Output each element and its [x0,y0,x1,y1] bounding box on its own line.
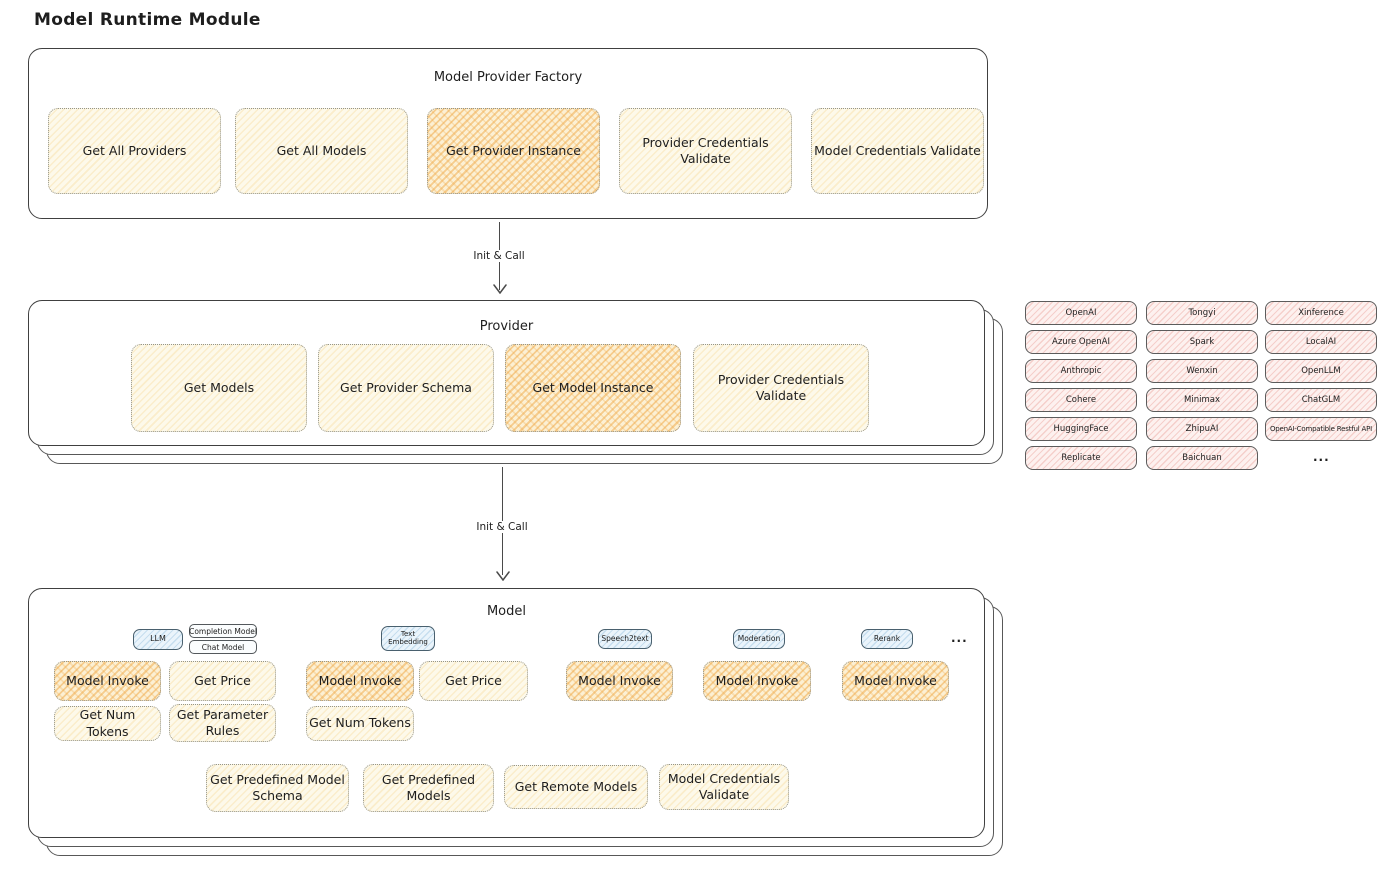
arrow1-label: Init & Call [468,250,530,262]
provider-btn-get-models: Get Models [131,344,307,432]
model-btn-get-remote-models: Get Remote Models [504,765,648,809]
model-btn-embedding-model-invoke: Model Invoke [306,661,414,701]
factory-btn-get-provider-instance: Get Provider Instance [427,108,600,194]
provider-item-replicate: Replicate [1025,446,1137,470]
factory-btn-get-all-providers: Get All Providers [48,108,221,194]
provider-item-localai: LocalAI [1265,330,1377,354]
diagram-title: Model Runtime Module [34,10,261,30]
model-tab-speech2text: Speech2text [598,629,652,649]
model-btn-speech2text-model-invoke: Model Invoke [566,661,673,701]
model-btn-model-credentials-validate: Model Credentials Validate [659,764,789,810]
provider-item-minimax: Minimax [1146,388,1258,412]
provider-item-chatglm: ChatGLM [1265,388,1377,412]
model-btn-llm-model-invoke: Model Invoke [54,661,161,701]
model-btn-get-predefined-models: Get Predefined Models [363,764,494,812]
model-tab-completion-model: Completion Model [189,624,257,638]
provider-list-more: ... [1313,450,1330,464]
model-btn-rerank-model-invoke: Model Invoke [842,661,949,701]
factory-btn-provider-credentials-validate: Provider Credentials Validate [619,108,792,194]
arrow-head-icon [493,284,507,294]
provider-item-openai: OpenAI [1025,301,1137,325]
provider-item-baichuan: Baichuan [1146,446,1258,470]
arrow2-label: Init & Call [471,521,533,533]
provider-item-tongyi: Tongyi [1146,301,1258,325]
provider-title: Provider [479,319,534,334]
model-title: Model [486,604,527,619]
model-tabs-more: ... [951,631,968,645]
model-tab-chat-model: Chat Model [189,640,257,654]
provider-item-cohere: Cohere [1025,388,1137,412]
provider-item-spark: Spark [1146,330,1258,354]
provider-item-openllm: OpenLLM [1265,359,1377,383]
provider-item-wenxin: Wenxin [1146,359,1258,383]
arrow-head-icon [496,571,510,581]
provider-btn-get-model-instance: Get Model Instance [505,344,681,432]
provider-panel: Provider Get Models Get Provider Schema … [28,300,985,446]
factory-btn-get-all-models: Get All Models [235,108,408,194]
model-btn-moderation-model-invoke: Model Invoke [703,661,811,701]
model-btn-embedding-get-price: Get Price [419,661,528,701]
provider-item-huggingface: HuggingFace [1025,417,1137,441]
model-btn-embedding-get-num-tokens: Get Num Tokens [306,706,414,741]
model-btn-llm-get-num-tokens: Get Num Tokens [54,706,161,741]
provider-btn-get-provider-schema: Get Provider Schema [318,344,494,432]
provider-item-openai-compatible: OpenAI-Compatible Restful API [1265,417,1377,441]
provider-btn-provider-credentials-validate: Provider Credentials Validate [693,344,869,432]
model-tab-llm: LLM [133,629,183,650]
provider-item-anthropic: Anthropic [1025,359,1137,383]
factory-panel: Model Provider Factory Get All Providers… [28,48,988,219]
model-panel: Model LLM Completion Model Chat Model Te… [28,588,985,838]
provider-item-xinference: Xinference [1265,301,1377,325]
provider-item-zhipuai: ZhipuAI [1146,417,1258,441]
factory-title: Model Provider Factory [433,70,583,85]
model-btn-get-predefined-model-schema: Get Predefined Model Schema [206,764,349,812]
model-btn-get-parameter-rules: Get Parameter Rules [169,704,276,742]
provider-item-azure-openai: Azure OpenAI [1025,330,1137,354]
model-tab-text-embedding: Text Embedding [381,626,435,651]
model-tab-rerank: Rerank [861,629,913,649]
model-btn-llm-get-price: Get Price [169,661,276,701]
model-tab-moderation: Moderation [733,629,785,649]
factory-btn-model-credentials-validate: Model Credentials Validate [811,108,984,194]
